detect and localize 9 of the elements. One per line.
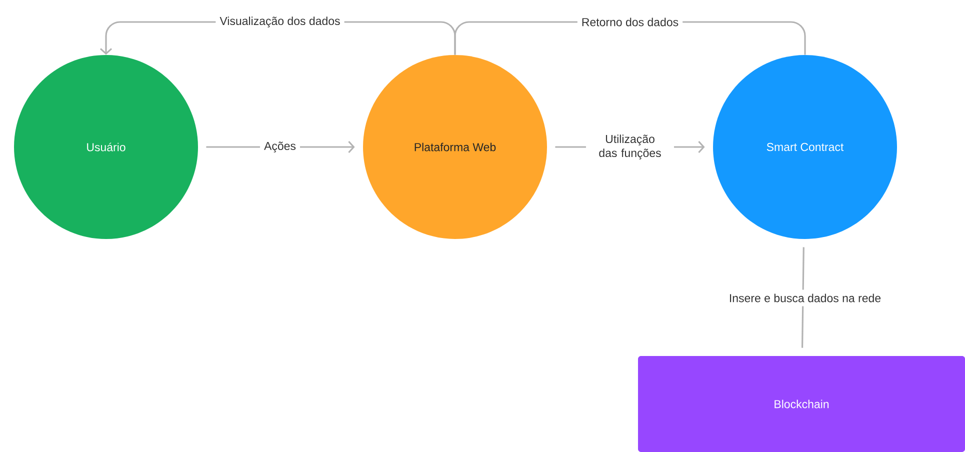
circle-node: Usuário xyxy=(14,55,198,239)
edge-label: Utilização das funções xyxy=(586,130,674,164)
circle-node: Smart Contract xyxy=(713,55,898,239)
edge-label: Retorno dos dados xyxy=(577,14,683,30)
edge-label: Ações xyxy=(260,138,300,156)
edge-label: Visualização dos dados xyxy=(216,12,344,32)
process-box: Blockchain xyxy=(638,356,965,452)
circle-node: Plataforma Web xyxy=(363,55,547,239)
edge-label: Insere e busca dados na rede xyxy=(724,290,886,306)
